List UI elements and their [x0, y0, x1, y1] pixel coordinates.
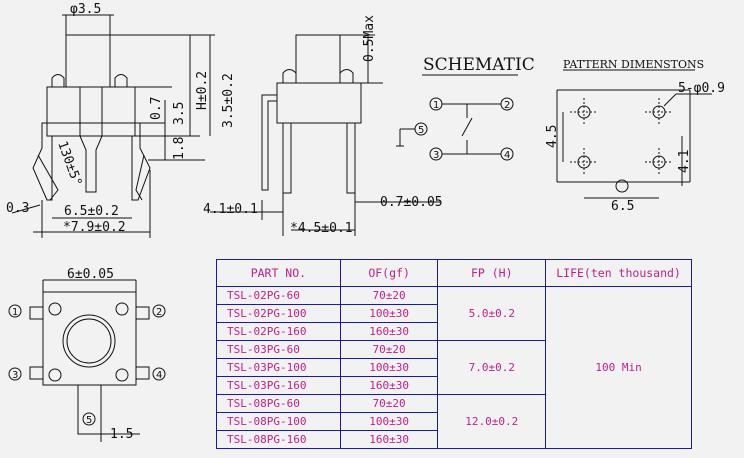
- top-view: [29, 279, 150, 442]
- table-row: TSL-03PG-160 160±30: [216, 376, 692, 395]
- of-cell: 70±20: [339, 340, 439, 359]
- of-cell: 100±30: [339, 358, 439, 377]
- part-cell: TSL-08PG-100: [216, 412, 341, 431]
- schematic-title: SCHEMATIC: [423, 55, 535, 75]
- side-dim-7-9: *7.9±0.2: [63, 220, 126, 235]
- schematic-pin-3: 3: [433, 150, 439, 161]
- side-dim-1-8: 1.8: [172, 137, 187, 160]
- life-cell: 100 Min: [545, 286, 692, 449]
- part-cell: TSL-02PG-160: [216, 322, 341, 341]
- schematic-pin-2: 2: [504, 100, 510, 111]
- front-dim-0-7: 0.7±0.05: [380, 195, 443, 210]
- schematic-drawing: [396, 74, 518, 161]
- pattern-dim-height-left: 4.5: [545, 125, 560, 148]
- table-row: TSL-02PG-60 70±20 5.0±0.2 100 Min: [216, 286, 692, 449]
- spec-table: PART NO. OF(gf) FP (H) LIFE(ten thousand…: [216, 259, 692, 449]
- fp-cell: 7.0±0.2: [437, 340, 547, 395]
- front-dim-4-5: *4.5±0.1: [290, 221, 353, 236]
- of-cell: 100±30: [339, 304, 439, 323]
- top-pin-4: 4: [156, 370, 162, 381]
- table-header-row: PART NO. OF(gf) FP (H) LIFE(ten thousand…: [216, 259, 692, 287]
- top-dim-width: 6±0.05: [67, 267, 114, 282]
- header-part-no: PART NO.: [216, 259, 341, 287]
- schematic-pin-5: 5: [418, 125, 424, 136]
- header-of: OF(gf): [339, 259, 439, 287]
- of-cell: 160±30: [339, 376, 439, 395]
- side-view: [11, 14, 215, 238]
- part-cell: TSL-08PG-160: [216, 430, 341, 449]
- header-fp: FP (H): [437, 259, 547, 287]
- of-cell: 100±30: [339, 412, 439, 431]
- pattern-title: PATTERN DIMENSTONS: [563, 58, 704, 71]
- top-pin-2: 2: [156, 307, 162, 318]
- of-cell: 70±20: [339, 286, 439, 305]
- part-cell: TSL-02PG-100: [216, 304, 341, 323]
- pattern-hole-label: 5-φ0.9: [678, 81, 725, 96]
- of-cell: 160±30: [339, 322, 439, 341]
- top-pin-3: 3: [12, 370, 18, 381]
- side-dim-3-5: 3.5: [172, 102, 187, 125]
- header-life: LIFE(ten thousand): [545, 259, 692, 287]
- part-cell: TSL-03PG-60: [216, 340, 341, 359]
- front-dim-4-1: 4.1±0.1: [203, 202, 258, 217]
- side-dim-h: H±0.2: [195, 71, 210, 110]
- front-view: [210, 34, 440, 236]
- table-row: TSL-03PG-100 100±30: [216, 358, 692, 377]
- part-cell: TSL-08PG-60: [216, 394, 341, 413]
- pattern-dim-width: 6.5: [611, 199, 634, 214]
- table-row: TSL-08PG-160 160±30: [216, 430, 692, 449]
- of-cell: 70±20: [339, 394, 439, 413]
- top-pin-5: 5: [86, 415, 92, 426]
- table-row: TSL-02PG-160 160±30: [216, 322, 692, 341]
- pattern-drawing: [556, 69, 712, 199]
- side-plunger-dia: φ3.5: [70, 2, 101, 17]
- side-dim-0-3: 0.3: [6, 201, 29, 216]
- of-cell: 160±30: [339, 430, 439, 449]
- schematic-pin-1: 1: [433, 100, 439, 111]
- top-dim-1-5: 1.5: [110, 427, 133, 442]
- part-cell: TSL-03PG-160: [216, 376, 341, 395]
- side-dim-6-5: 6.5±0.2: [64, 204, 119, 219]
- table-row: TSL-08PG-60 70±20 12.0±0.2: [216, 394, 692, 449]
- side-dim-0-7: 0.7: [149, 97, 164, 120]
- pattern-dim-height-right: 4.1: [677, 150, 692, 173]
- table-row: TSL-03PG-60 70±20 7.0±0.2: [216, 340, 692, 395]
- top-pin-1: 1: [12, 307, 18, 318]
- front-dim-3-5: 3.5±0.2: [221, 73, 236, 128]
- fp-cell: 5.0±0.2: [437, 286, 547, 341]
- part-cell: TSL-03PG-100: [216, 358, 341, 377]
- schematic-pin-4: 4: [504, 150, 510, 161]
- part-cell: TSL-02PG-60: [216, 286, 341, 305]
- fp-cell: 12.0±0.2: [437, 394, 547, 449]
- front-dim-0-5max: 0.5Max: [362, 15, 377, 62]
- side-dim-angle: 130±5°: [54, 139, 84, 188]
